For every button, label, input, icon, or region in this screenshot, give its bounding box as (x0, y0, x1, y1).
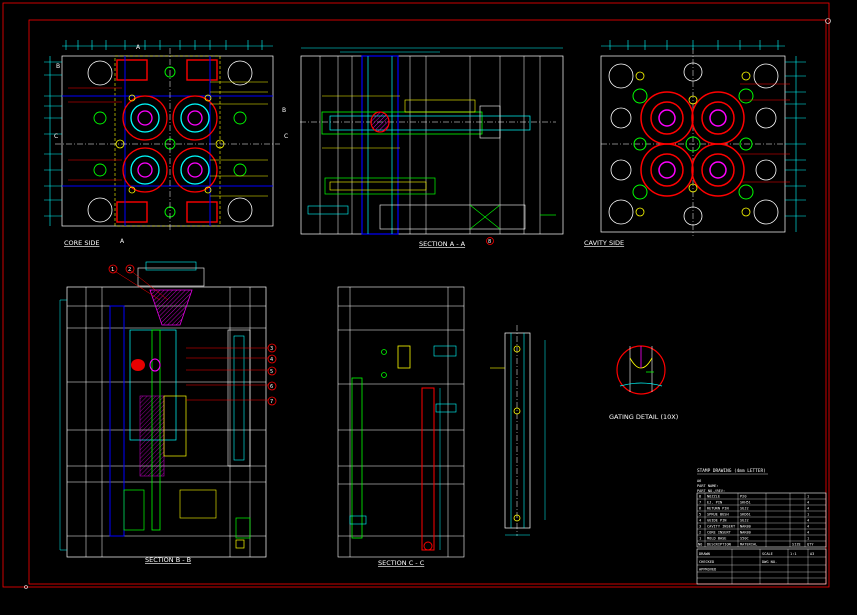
bom-cell: RETURN PIN (707, 507, 729, 511)
bom-cell: MOLD BASE (707, 537, 726, 541)
bom-cell: P20 (740, 495, 747, 499)
balloon-4: 4 (270, 357, 273, 363)
bom-cell: SKH51 (740, 501, 751, 505)
balloon-8: 8 (488, 239, 491, 245)
title-note: PART NO./REV: (697, 489, 725, 493)
bom-cell: 7 (699, 501, 701, 505)
section-mark-a-bottom: A (120, 238, 125, 245)
section-mark-b-right: B (282, 107, 286, 114)
bom-cell: 4 (807, 507, 809, 511)
title-footer-drawn: DRAWN (699, 552, 710, 556)
bom-cell: 3 (699, 525, 701, 529)
section-aa-view[interactable]: 8 SECTION A - A (300, 47, 564, 248)
balloon-3: 3 (270, 346, 273, 352)
title-note: A6 (697, 479, 701, 483)
bom-row: 3 CAVITY INSERT NAK80 4 (699, 525, 809, 529)
bom-row: 8 NOZZLE P20 1 (699, 495, 809, 499)
title-block[interactable]: STAMP DRAWING (4mm LETTER) A6 PART NAME:… (696, 468, 827, 585)
sheet-corner-marker (825, 18, 831, 24)
section-mark-b: B (56, 63, 60, 70)
bom-cell: EJ. PIN (707, 501, 722, 505)
title-footer-scale: SCALE (762, 552, 773, 556)
bom-row: 7 EJ. PIN SKH51 4 (699, 501, 809, 505)
title-footer-approved: APPROVED (699, 568, 716, 572)
bom-header-cell: MATERIAL (740, 543, 757, 547)
sheet-inner-border (28, 19, 827, 585)
bom-cell: S50C (740, 537, 749, 541)
sheet-outer-border (2, 2, 830, 588)
bom-cell: 1 (807, 495, 809, 499)
bom-cell: 1 (807, 537, 809, 541)
bom-cell: 4 (807, 531, 809, 535)
bom-cell: SPRUE BUSH (707, 513, 729, 517)
bom-cell: SUJ2 (740, 519, 749, 523)
bom-cell: 5 (699, 513, 701, 517)
view-title-gating-detail: GATING DETAIL (10X) (609, 413, 678, 421)
ejector-pin-detail[interactable] (490, 325, 546, 536)
section-mark-a-top: A (136, 44, 141, 51)
view-title-core-side: CORE SIDE (64, 239, 100, 247)
bom-cell: NAK80 (740, 525, 751, 529)
bom-cell: CAVITY INSERT (707, 525, 736, 529)
bom-row: 2 CORE INSERT NAK80 4 (699, 531, 809, 535)
bom-row: 4 GUIDE PIN SUJ2 4 (699, 519, 809, 523)
title-footer-sheet-size: A3 (810, 552, 814, 556)
balloon-7: 7 (270, 399, 273, 405)
bom-row: 6 RETURN PIN SUJ2 4 (699, 507, 809, 511)
bom-cell: CORE INSERT (707, 531, 732, 535)
balloon-1: 1 (111, 267, 114, 273)
section-mark-c-left: C (54, 133, 58, 140)
balloon-6: 6 (270, 384, 273, 390)
bom-row: 1 MOLD BASE S50C 1 (699, 537, 809, 541)
bom-cell: GUIDE PIN (707, 519, 726, 523)
bom-cell: NOZZLE (707, 495, 720, 499)
view-title-section-cc: SECTION C - C (378, 559, 425, 567)
title-footer-dwg-no: DWG NO. (762, 560, 777, 564)
bom-cell: NAK80 (740, 531, 751, 535)
sheet-corner-marker (24, 585, 28, 589)
title-note: PART NAME: (697, 484, 719, 488)
view-title-cavity-side: CAVITY SIDE (584, 239, 624, 247)
bom-header-cell: NO (698, 543, 702, 547)
bom-cell: 2 (699, 531, 701, 535)
section-bb-view[interactable]: 1 2 3 4 5 6 7 SECTION B - B (59, 261, 277, 564)
bom-cell: 1 (807, 513, 809, 517)
bom-header-row: NO DESCRIPTION MATERIAL SIZE QTY (698, 543, 814, 547)
balloon-5: 5 (270, 369, 273, 375)
bom-cell: 8 (699, 495, 701, 499)
core-side-view[interactable]: B A A C C B CORE SIDE (44, 40, 288, 247)
title-block-heading: STAMP DRAWING (4mm LETTER) (697, 468, 766, 474)
gating-detail-view[interactable]: GATING DETAIL (10X) (609, 345, 678, 421)
bom-header-cell: DESCRIPTION (707, 543, 731, 547)
bom-header-cell: SIZE (792, 543, 801, 547)
bom-cell: SUJ2 (740, 507, 749, 511)
cavity-side-view[interactable]: CAVITY SIDE (584, 40, 806, 247)
bom-cell: SKD61 (740, 513, 751, 517)
bom-row: 5 SPRUE BUSH SKD61 1 (699, 513, 809, 517)
bom-cell: 6 (699, 507, 701, 511)
section-cc-view[interactable]: SECTION C - C (337, 286, 465, 567)
bom-cell: 4 (807, 519, 809, 523)
balloon-2: 2 (128, 267, 131, 273)
view-title-section-bb: SECTION B - B (145, 556, 191, 564)
title-footer-checked: CHECKED (699, 560, 714, 564)
view-title-section-aa: SECTION A - A (419, 240, 466, 248)
bom-cell: 4 (699, 519, 701, 523)
bom-header-cell: QTY (807, 543, 814, 547)
section-mark-c-right: C (284, 133, 288, 140)
title-footer-scale-value: 1:1 (790, 552, 797, 556)
bom-cell: 4 (807, 501, 809, 505)
bom-cell: 4 (807, 525, 809, 529)
bom-cell: 1 (699, 537, 701, 541)
